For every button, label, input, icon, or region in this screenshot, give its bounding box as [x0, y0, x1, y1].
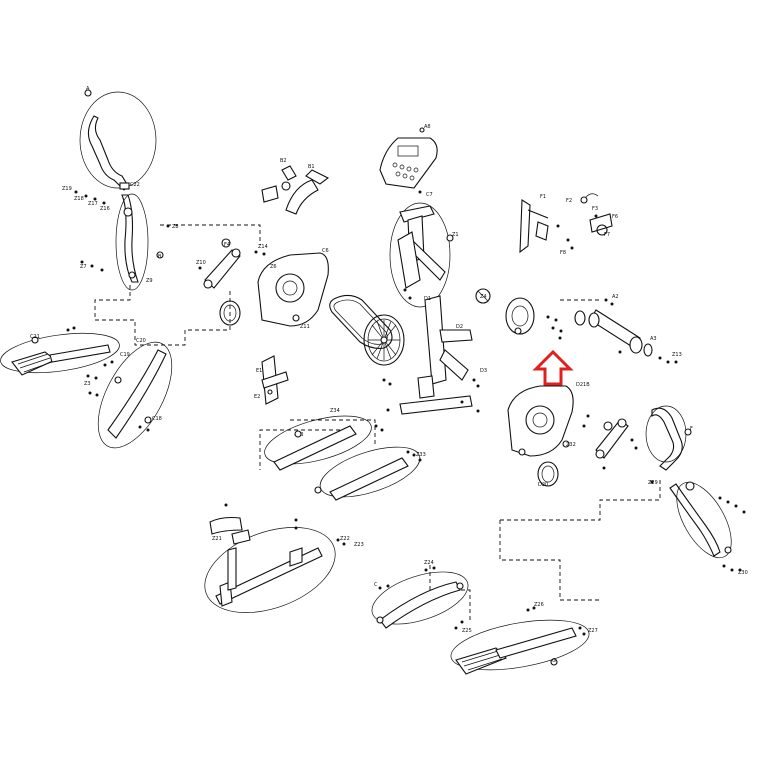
part-label: B2 [280, 158, 287, 164]
part-label: Z23 [354, 542, 364, 548]
part-label: C21 [30, 334, 40, 340]
part-label: A [86, 86, 90, 92]
part-label: Z30 [738, 570, 748, 576]
drive-wheel [363, 314, 405, 366]
part-label: Z18 [74, 196, 84, 202]
right-foot-pedal [450, 606, 590, 675]
left-upper-handlebar [74, 89, 170, 291]
console [379, 127, 438, 194]
console-shrouds [261, 165, 330, 215]
part-label: C19 [120, 352, 130, 358]
part-label: F3 [592, 206, 598, 212]
part-label: F2 [566, 198, 572, 204]
part-label: B [300, 432, 304, 438]
part-label: B1 [308, 164, 315, 170]
right-lower-arm [371, 566, 469, 630]
part-label: E1 [256, 368, 262, 374]
part-label: D21B [576, 382, 590, 388]
part-label: Z25 [462, 628, 472, 634]
part-label: Z16 [100, 206, 110, 212]
bearing-ring-right [537, 461, 559, 487]
part-label: C6 [322, 248, 329, 254]
flywheel-pulley [475, 288, 563, 340]
part-label: C7 [426, 192, 433, 198]
part-label: F7 [604, 232, 610, 238]
part-label: Z14 [258, 244, 268, 250]
part-label: Z10 [196, 260, 206, 266]
part-label: A3 [650, 336, 657, 342]
part-label: F4 [224, 242, 230, 248]
part-label: Z13 [672, 352, 682, 358]
left-foot-pedal-arm [0, 326, 120, 376]
part-label: Z22 [340, 536, 350, 542]
part-label: A8 [424, 124, 431, 130]
tension-knob-assembly [519, 193, 613, 254]
part-label: D1 [424, 296, 431, 302]
part-label: B [158, 254, 162, 260]
part-label: Z29 [648, 480, 658, 486]
right-crank-link [582, 414, 638, 470]
part-labels: A Z19 Z18 Z17 Z16 C22 Z8 B Z7 Z9 Z10 C21… [30, 86, 748, 664]
part-label: Z1 [452, 232, 459, 238]
center-pedal-arms [264, 415, 422, 501]
part-label: Z6 [270, 264, 277, 270]
part-label: E2 [254, 394, 260, 400]
part-label: Z34 [330, 408, 340, 414]
left-side-cover [257, 252, 329, 327]
part-label: Z26 [534, 602, 544, 608]
part-label: Z4 [480, 294, 487, 300]
part-label: C18 [152, 416, 162, 422]
rear-stabilizer-base [204, 503, 346, 613]
part-label: Z17 [88, 201, 98, 207]
assembly-dashed-lines [94, 224, 661, 620]
bearing-ring-left [219, 300, 241, 326]
axle-assembly [574, 298, 678, 364]
part-label: Z21 [212, 536, 222, 542]
left-crank-link [198, 238, 266, 289]
right-side-cover [507, 385, 574, 457]
part-label: Z11 [300, 324, 310, 330]
rear-stand-bracket [261, 355, 289, 405]
part-label: G [552, 658, 556, 664]
left-lower-arm [86, 341, 173, 449]
part-label: Z24 [424, 560, 434, 566]
part-label: C22 [130, 182, 140, 188]
main-frame [382, 202, 480, 415]
part-label: Z7 [80, 264, 87, 270]
part-label: D20 [538, 482, 548, 488]
part-label: Z3 [84, 381, 91, 387]
part-label: F8 [560, 250, 566, 256]
part-label: F [690, 426, 693, 432]
part-label: D2 [456, 324, 463, 330]
part-label: Z9 [146, 278, 153, 284]
part-label: D3 [480, 368, 487, 374]
part-label: F6 [612, 214, 618, 220]
part-label: C20 [136, 338, 146, 344]
part-label: Z27 [588, 628, 598, 634]
part-label: Z33 [416, 452, 426, 458]
part-label: C [374, 582, 378, 588]
part-label: A2 [612, 294, 619, 300]
part-label: Z8 [172, 224, 179, 230]
red-callout-arrow [532, 349, 574, 386]
part-label: Z32 [566, 442, 576, 448]
part-label: Z19 [62, 186, 72, 192]
part-label: F1 [540, 194, 546, 200]
right-upper-handlebar [645, 405, 746, 572]
